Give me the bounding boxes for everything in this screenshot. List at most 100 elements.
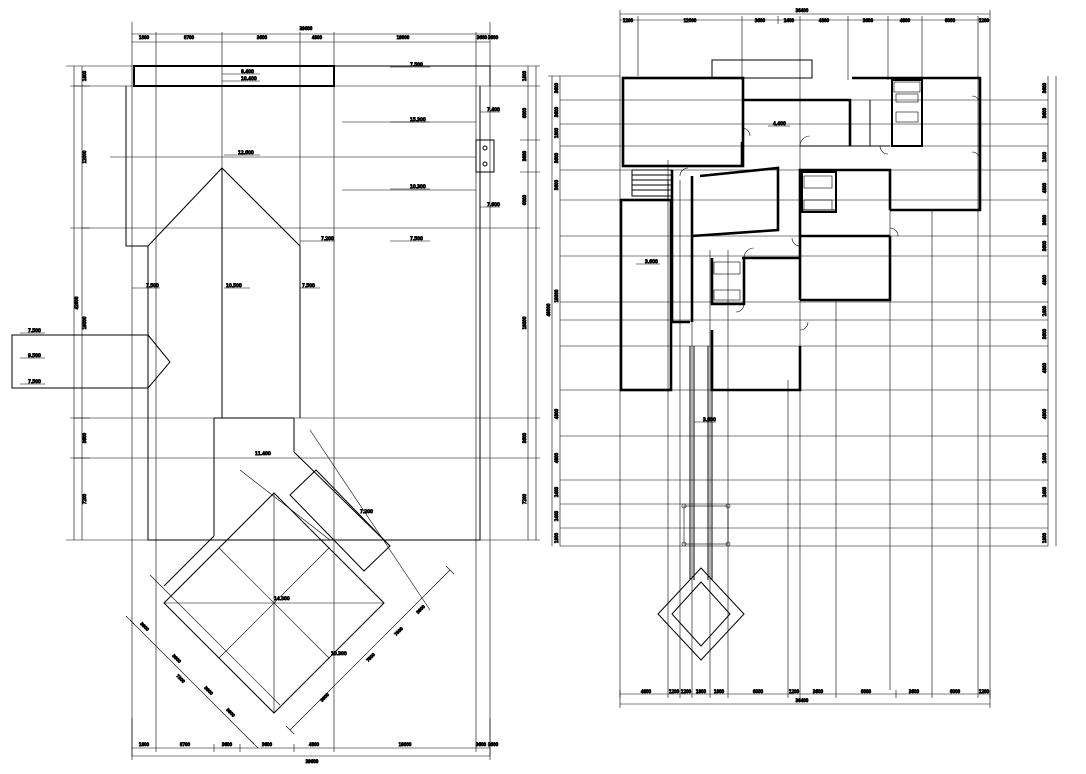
roof-right-dim: 3600 — [522, 432, 527, 443]
roof-level: 7.600 — [487, 202, 500, 208]
roof-bottom-dim: 3600 — [262, 742, 273, 747]
roof-bottom-total: 39600 — [306, 759, 319, 764]
roof-bottom-dim: 3600 — [476, 742, 487, 747]
floor-right-dim: 1800 — [1042, 151, 1047, 162]
roof-left-dim: 7200 — [82, 493, 87, 504]
roof-level: 14.300 — [274, 596, 290, 602]
floor-bottom-dim: 1800 — [696, 689, 707, 694]
roof-left-dim: 18000 — [82, 316, 87, 329]
roof-left-dim: 1800 — [82, 70, 87, 81]
roof-outline — [11, 65, 495, 541]
roof-plan: 39600 1800 8700 3600 4800 18000 3600 360… — [11, 22, 540, 765]
floor-bottom-dim: 1200 — [669, 689, 680, 694]
floor-top-total: 36400 — [796, 8, 809, 13]
roof-top-dim: 4800 — [312, 35, 323, 40]
roof-level: 11.400 — [255, 451, 271, 457]
floor-right-dim: 3600 — [1042, 240, 1047, 251]
roof-level: 10.300 — [410, 184, 426, 190]
roof-top-dim: 8700 — [184, 35, 195, 40]
roof-bottom-dim: 1800 — [139, 742, 150, 747]
floor-bottom-dim: 6000 — [861, 689, 872, 694]
floor-left-dim: 3600 — [554, 82, 559, 93]
roof-top-dim: 3600 — [477, 35, 488, 40]
roof-top-dimension-lines — [131, 22, 491, 60]
roof-bottom-dimension-lines — [131, 718, 491, 760]
floor-top-dim: 4800 — [819, 18, 830, 23]
roof-level: 7.400 — [487, 107, 500, 113]
roof-level: 7.500 — [410, 236, 423, 242]
roof-bottom-dim: 18000 — [399, 742, 412, 747]
roof-level: 10.300 — [331, 651, 347, 657]
floor-left-dim: 1800 — [554, 127, 559, 138]
roof-right-dim: 1800 — [522, 70, 527, 81]
floor-top-dim: 1200 — [623, 18, 634, 23]
floor-bottom-dim: 6000 — [753, 689, 764, 694]
roof-right-dimension-lines — [480, 65, 540, 541]
diamond-dimension-lines — [125, 429, 455, 749]
diamond-dim: 3600 — [319, 692, 330, 703]
diamond-dim: 3600 — [415, 604, 426, 615]
floor-bottom-dim: 3600 — [813, 689, 824, 694]
floor-top-dim: 3600 — [863, 18, 874, 23]
roof-bottom-dim: 4800 — [309, 742, 320, 747]
floor-bottom-dim: 1200 — [789, 689, 800, 694]
floor-left-total: 48000 — [546, 303, 551, 316]
floor-right-dim: 1800 — [1042, 532, 1047, 543]
diamond-dim: 7800 — [393, 626, 404, 637]
floor-bottom-dim: 1200 — [979, 689, 990, 694]
floor-left-dim: 1800 — [554, 532, 559, 543]
roof-level-markers — [20, 66, 500, 385]
diamond-pavilion-roof — [163, 451, 391, 714]
floor-walls — [619, 76, 982, 392]
roof-grid-axes — [74, 46, 520, 756]
roof-level: 7.200 — [321, 236, 334, 242]
floor-door-swings — [679, 95, 981, 331]
roof-level: 7.500 — [28, 379, 41, 385]
roof-level: 15.300 — [410, 117, 426, 123]
floor-right-dim: 2400 — [1042, 305, 1047, 316]
floor-top-dim: 12000 — [684, 18, 697, 23]
roof-level: 12.600 — [238, 150, 254, 156]
floor-right-dim: 3600 — [1042, 107, 1047, 118]
floor-top-dim: 1200 — [979, 18, 990, 23]
roof-left-dim: 3600 — [82, 432, 87, 443]
roof-right-dim: 6000 — [522, 107, 527, 118]
floor-bottom-dim: 1800 — [714, 689, 725, 694]
floor-level: 4.400 — [773, 121, 786, 127]
roof-top-dim: 3600 — [257, 35, 268, 40]
floor-left-dim: 4800 — [554, 452, 559, 463]
roof-bottom-dim: 8700 — [180, 742, 191, 747]
floor-left-dim: 18000 — [554, 289, 559, 302]
roof-bottom-dim: 3600 — [222, 742, 233, 747]
floor-level-markers — [636, 125, 790, 423]
floor-right-dimension-lines — [1047, 76, 1057, 546]
roof-right-dim: 3600 — [522, 150, 527, 161]
roof-top-total: 39600 — [300, 26, 313, 31]
floor-bottom-dim: 4800 — [641, 689, 652, 694]
floor-left-dim: 2400 — [554, 486, 559, 497]
roof-level: 7.500 — [302, 283, 315, 289]
floor-bottom-dim: 6000 — [950, 689, 961, 694]
floor-right-dim: 2400 — [1042, 486, 1047, 497]
roof-level: 7.200 — [360, 509, 373, 515]
roof-level: 10.400 — [241, 76, 257, 82]
floor-level: 3.600 — [645, 259, 658, 265]
roof-level: 10.500 — [226, 283, 242, 289]
floor-top-dim: 4800 — [900, 18, 911, 23]
floor-left-dimension-lines — [548, 75, 620, 546]
floor-fixtures — [681, 81, 921, 547]
floor-left-dim: 4800 — [554, 408, 559, 419]
floor-left-dim: 3600 — [554, 179, 559, 190]
roof-top-dim: 3600 — [488, 35, 499, 40]
floor-top-dim: 6000 — [945, 18, 956, 23]
floor-grid-axes — [560, 24, 1048, 698]
roof-level: 8.400 — [241, 69, 254, 75]
floor-right-dim: 3600 — [1042, 82, 1047, 93]
floor-top-dimension-lines — [619, 10, 991, 76]
roof-top-dim: 18000 — [397, 35, 410, 40]
floor-right-dim: 3600 — [1042, 214, 1047, 225]
floor-right-dim: 4800 — [1042, 274, 1047, 285]
roof-left-dim: 12000 — [82, 150, 87, 163]
floor-top-dim: 3600 — [755, 18, 766, 23]
